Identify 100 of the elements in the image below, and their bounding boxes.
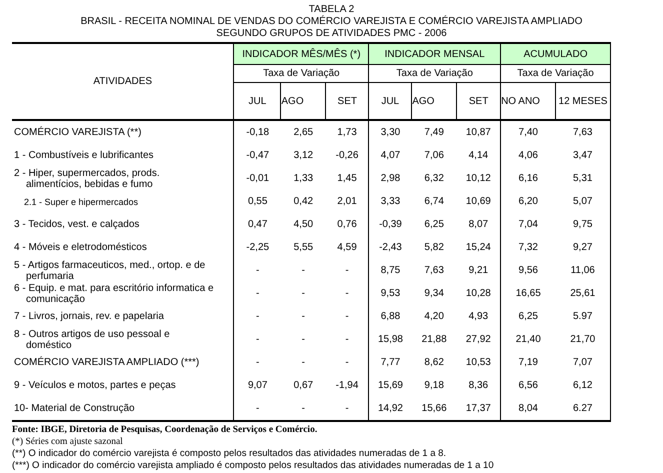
footnote: (***) O indicador do comércio varejista ampliado é composto pelos resultados das atividades numeradas de 1 a 10 xyxy=(12,460,494,472)
data-value: - xyxy=(345,288,349,299)
data-value: -2,25 xyxy=(246,242,270,253)
data-value: 8,75 xyxy=(380,265,400,276)
data-value: 7,63 xyxy=(573,127,592,138)
data-value: - xyxy=(256,288,260,299)
data-value: - xyxy=(256,357,260,368)
data-value: 6,25 xyxy=(518,311,538,322)
data-value: 27,92 xyxy=(466,334,491,345)
column-header: Taxa de Variação xyxy=(396,68,473,79)
data-value: 6,20 xyxy=(518,196,538,207)
data-value: - xyxy=(345,403,349,414)
data-value: 1,45 xyxy=(337,173,357,184)
row-label: 10- Material de Construção xyxy=(14,403,136,414)
data-value: 15,66 xyxy=(422,403,447,414)
data-value: 6,88 xyxy=(380,311,400,322)
row-label: 3 - Tecidos, vest. e calçados xyxy=(14,219,140,230)
data-value: 5,07 xyxy=(573,196,592,207)
data-value: 0,67 xyxy=(294,380,314,391)
row-label: 2 - Hiper, supermercados, prods. alimentícios, bebidas e fumo xyxy=(14,168,161,190)
data-value: 4,93 xyxy=(468,311,488,322)
data-value: 0,55 xyxy=(248,196,268,207)
source-note: Fonte: IBGE, Diretoria de Pesquisas, Coordenação de Serviços e Comércio. xyxy=(12,424,318,436)
footnote: (**) O indicador do comércio varejista é composto pelos resultados das atividades numeradas de 1 a 8. xyxy=(12,448,446,460)
data-value: 4,07 xyxy=(380,150,400,161)
column-header: ATIVIDADES xyxy=(93,76,152,87)
table-subtitle: BRASIL - RECEITA NOMINAL DE VENDAS DO COMÉRCIO VAREJISTA E COMÉRCIO VAREJISTA AMPLIADO xyxy=(80,16,582,27)
row-label: 4 - Móveis e eletrodomésticos xyxy=(14,242,148,253)
data-value: 4,06 xyxy=(518,150,538,161)
row-label: 2.1 - Super e hipermercados xyxy=(24,196,140,206)
group-header: ACUMULADO xyxy=(500,43,610,64)
data-value: -0,47 xyxy=(246,150,270,161)
data-value: 4,59 xyxy=(337,242,357,253)
data-value: 2,98 xyxy=(380,173,400,184)
data-value: 17,37 xyxy=(466,403,491,414)
data-value: 4,14 xyxy=(468,150,488,161)
column-header: 12 MESES xyxy=(558,96,608,106)
data-value: 9,07 xyxy=(248,380,268,391)
data-value: 7,49 xyxy=(424,127,444,138)
data-value: - xyxy=(345,265,349,276)
data-value: 8,62 xyxy=(424,357,444,368)
data-value: - xyxy=(302,311,306,322)
column-header: SET xyxy=(338,96,357,106)
data-value: 0,47 xyxy=(248,219,268,230)
data-value: - xyxy=(345,311,349,322)
row-label: 8 - Outros artigos de uso pessoal e doméstico xyxy=(14,328,171,350)
column-header: AGO xyxy=(281,96,304,106)
data-value: -0,39 xyxy=(379,219,402,230)
row-label: 5 - Artigos farmaceuticos, med., ortop. e de perfumaria xyxy=(14,260,206,282)
data-value: - xyxy=(256,265,260,276)
data-value: 6,74 xyxy=(424,196,444,207)
data-value: 6,16 xyxy=(518,173,538,184)
data-value: 7,32 xyxy=(518,242,538,253)
data-value: - xyxy=(302,357,306,368)
data-value: 25,61 xyxy=(570,288,596,299)
column-header: AGO xyxy=(412,96,434,106)
data-value: 11,06 xyxy=(570,265,595,276)
footnote: (*) Séries com ajuste sazonal xyxy=(12,436,123,448)
data-value: 6,56 xyxy=(518,380,538,391)
data-value: 3,12 xyxy=(294,150,314,161)
data-value: 9,75 xyxy=(573,219,592,230)
data-value: - xyxy=(302,403,306,414)
data-value: 4,50 xyxy=(294,219,314,230)
data-value: 7,19 xyxy=(518,357,538,368)
data-value: 21,88 xyxy=(422,334,447,345)
data-value: 21,70 xyxy=(570,334,596,345)
data-value: 6.27 xyxy=(573,403,592,414)
data-value: 8,04 xyxy=(518,403,538,414)
data-value: 9,56 xyxy=(518,265,538,276)
data-value: 7,63 xyxy=(424,265,444,276)
data-value: 16,65 xyxy=(516,288,541,299)
column-header: NO ANO xyxy=(501,96,540,106)
row-label: COMÉRCIO VAREJISTA (**) xyxy=(14,127,142,138)
data-value: 7,77 xyxy=(380,357,400,368)
data-value: - xyxy=(256,334,260,345)
data-value: 1,73 xyxy=(337,127,357,138)
row-label: 9 - Veículos e motos, partes e peças xyxy=(14,380,177,391)
data-value: -0,01 xyxy=(246,173,270,184)
column-header: JUL xyxy=(248,96,266,106)
data-value: 9,21 xyxy=(468,265,488,276)
data-value: -0,26 xyxy=(336,150,358,161)
row-label: 7 - Livros, jornais, rev. e papelaria xyxy=(14,311,165,322)
data-value: - xyxy=(302,288,306,299)
data-value: 10,69 xyxy=(466,196,491,207)
data-value: -2,43 xyxy=(379,242,402,253)
table-subtitle: SEGUNDO GRUPOS DE ATIVIDADES PMC - 2006 xyxy=(216,28,447,39)
data-value: 7,40 xyxy=(518,127,538,138)
data-value: 6,32 xyxy=(424,173,444,184)
data-value: 6,12 xyxy=(573,380,592,391)
column-header: Taxa de Variação xyxy=(517,68,594,79)
data-value: 5,82 xyxy=(424,242,444,253)
group-header: INDICADOR MÊS/MÊS (*) xyxy=(234,43,369,64)
data-value: 9,18 xyxy=(424,380,444,391)
data-value: - xyxy=(302,265,306,276)
data-value: 3,30 xyxy=(380,127,400,138)
data-value: -0,18 xyxy=(246,127,270,138)
data-value: 14,92 xyxy=(378,403,403,414)
data-value: 10,87 xyxy=(466,127,491,138)
data-value: 7,06 xyxy=(424,150,444,161)
column-header: JUL xyxy=(381,96,400,106)
